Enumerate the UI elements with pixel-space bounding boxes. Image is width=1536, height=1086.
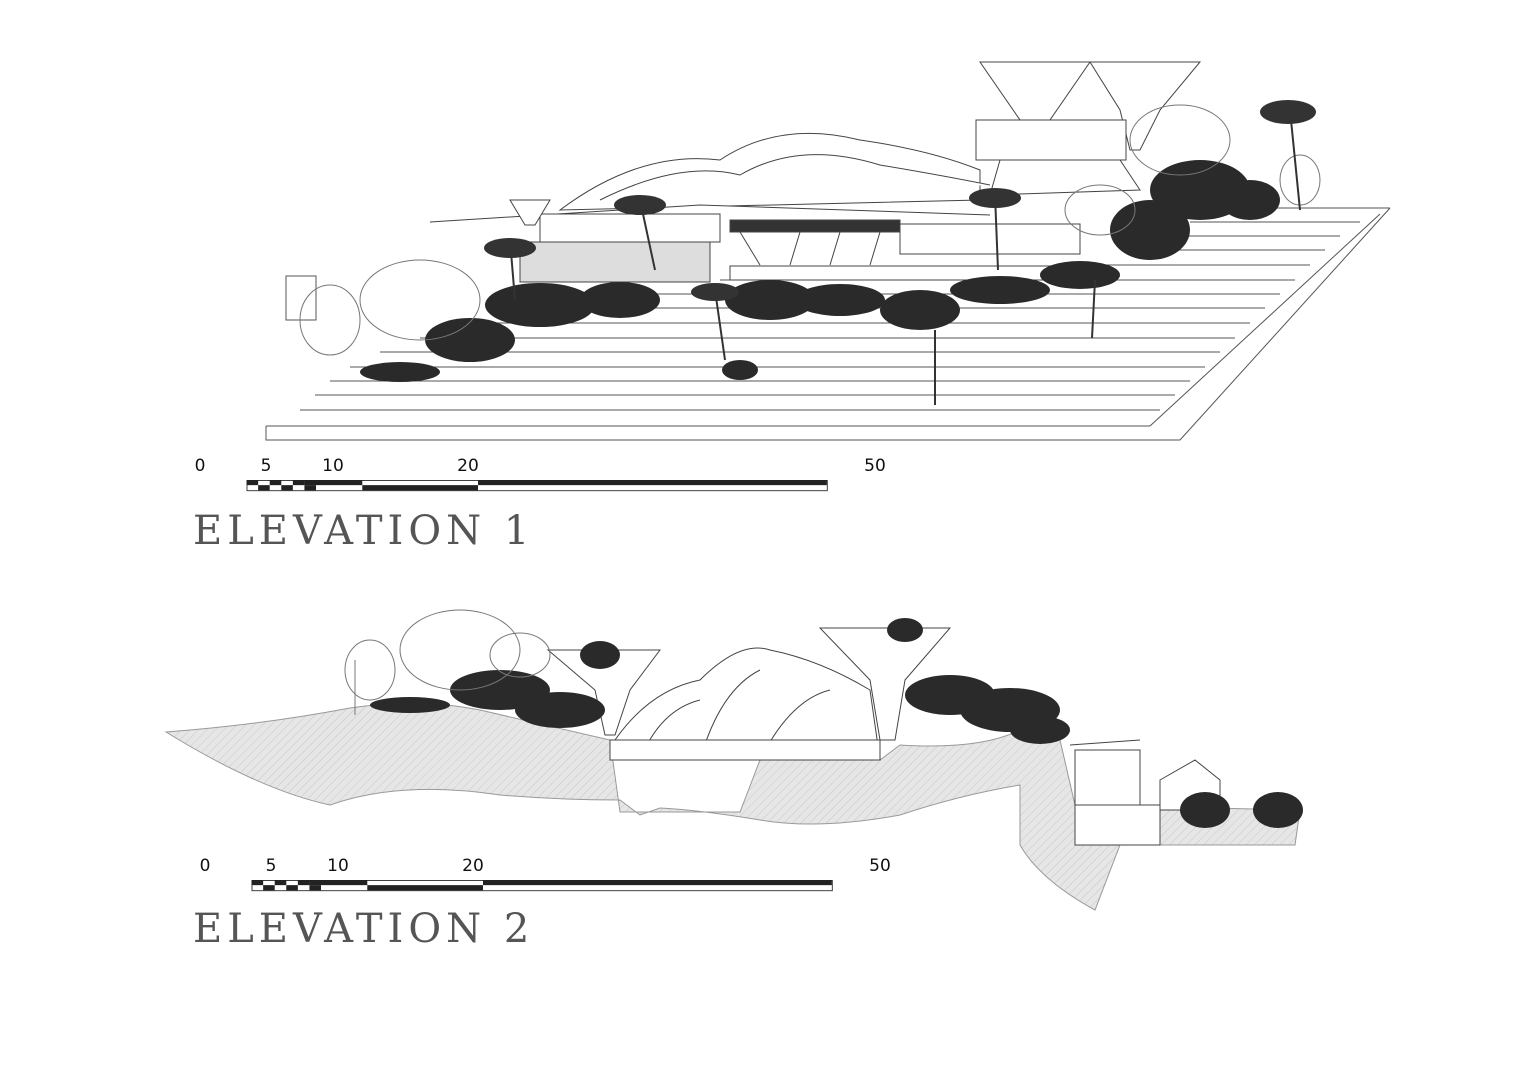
scale-tick-50: 50 xyxy=(864,456,886,476)
elevation-1-drawing xyxy=(265,61,1391,441)
elevation-2-scale-bar: 0 5 10 20 50 xyxy=(199,856,891,916)
scale-tick-10: 10 xyxy=(322,456,344,476)
elevation-2-ground-section xyxy=(164,702,1301,911)
elevation-2-foliage xyxy=(370,618,1303,828)
elevation-1-foliage xyxy=(360,160,1280,382)
elevation-1-scale-bar: 0 5 10 20 50 xyxy=(194,456,886,516)
scale-tick-10: 10 xyxy=(327,856,349,876)
scale-bar-graphic xyxy=(246,480,828,492)
elevation-1-panel: 0 5 10 20 50 ELEVATION 1 xyxy=(193,61,1391,554)
elevation-1-palm-crowns xyxy=(484,100,1316,301)
scale-bar-graphic xyxy=(251,880,833,892)
scale-tick-0: 0 xyxy=(199,856,211,876)
elevation-2-light-trees xyxy=(344,609,551,715)
scale-tick-5: 5 xyxy=(260,456,272,476)
elevation-1-light-trees xyxy=(299,104,1321,356)
elevation-1-title: ELEVATION 1 xyxy=(193,508,535,554)
scale-tick-5: 5 xyxy=(265,856,277,876)
scale-tick-0: 0 xyxy=(194,456,206,476)
scale-tick-50: 50 xyxy=(869,856,891,876)
scale-tick-20: 20 xyxy=(462,856,484,876)
elevation-1-terraces xyxy=(265,207,1391,441)
elevation-2-panel: 0 5 10 20 50 ELEVATION 2 xyxy=(0,580,1536,1060)
elevation-2-drawing xyxy=(164,609,1303,911)
elevation-1-pavilions xyxy=(429,61,1202,283)
elevation-2-title: ELEVATION 2 xyxy=(193,906,535,952)
scale-tick-20: 20 xyxy=(457,456,479,476)
